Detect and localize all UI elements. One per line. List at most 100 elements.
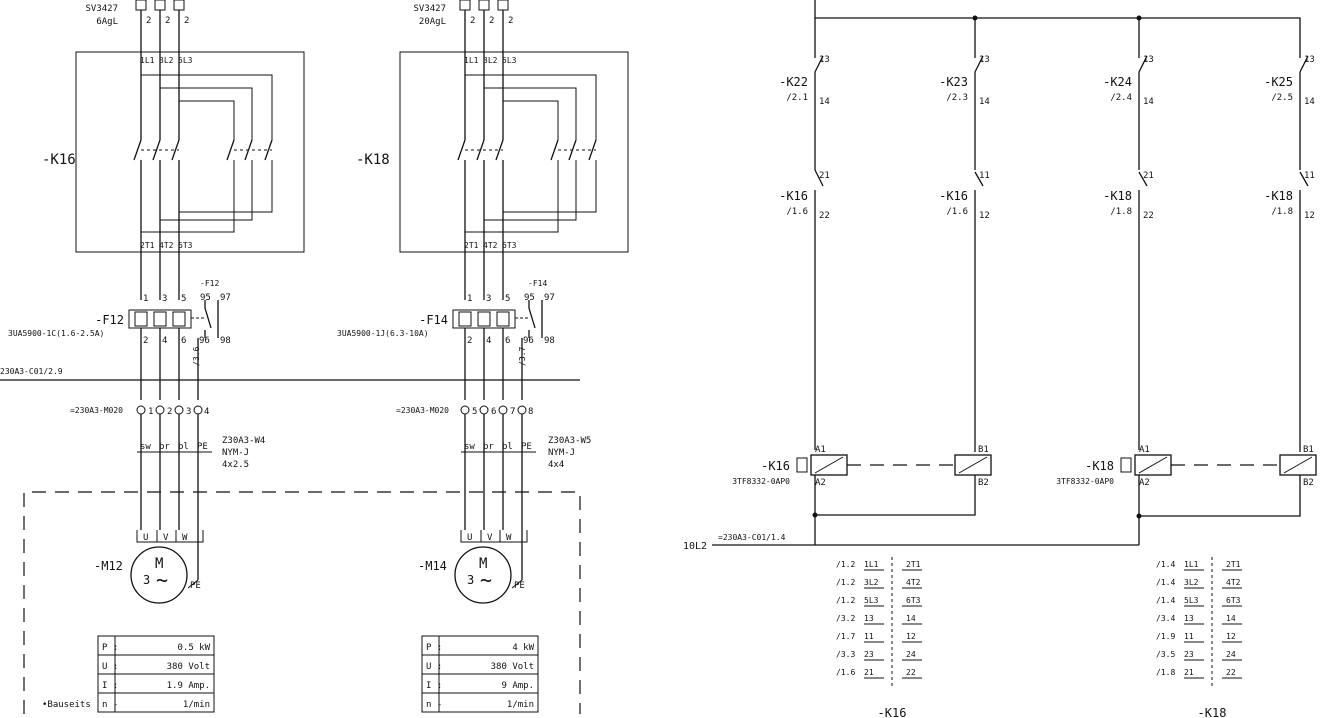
- contactor-label: -K18: [356, 152, 390, 168]
- relay-terminal: 3: [486, 294, 491, 304]
- contact-table-ref: /1.2: [836, 578, 855, 587]
- breaker-rating: 6AgL: [96, 17, 118, 27]
- contact-table-b: 6T3: [1226, 596, 1241, 605]
- terminal-strip-k16: =230A3-M020 1 2 3 4: [70, 405, 209, 417]
- relay-contact-terminal: 98: [220, 336, 231, 346]
- on-site-note: •Bauseits: [42, 700, 91, 710]
- interlock-terminal: 22: [819, 211, 830, 221]
- wire-color: PE: [521, 442, 532, 452]
- contactor-box: [399, 51, 629, 253]
- motor-terminal: W: [182, 533, 188, 543]
- breaker-rating: 20AgL: [419, 17, 446, 27]
- relay-label: -F12: [95, 313, 124, 327]
- power-circuit-k18: SV3427 20AgL 2 2 2 -K18 1L1 3L2 5L3 2T1 …: [337, 0, 629, 713]
- interlock-ref: /1.6: [786, 207, 808, 217]
- contact-terminal: 14: [1304, 97, 1315, 107]
- cable-ref: Z30A3-W5: [548, 436, 591, 446]
- contact-table-b: 6T3: [906, 596, 921, 605]
- motor-wave: ~: [480, 568, 492, 592]
- interlock-label: -K16: [939, 189, 968, 203]
- coil-k16: A1 A2 B1 B2 -K16 3TF8332-0AP0: [732, 445, 992, 488]
- terminal-number: 3: [186, 407, 191, 417]
- contact-table-b: 22: [906, 668, 916, 677]
- contact-label: -K24: [1103, 75, 1132, 89]
- wire-color: PE: [197, 442, 208, 452]
- motor-terminal: W: [506, 533, 512, 543]
- spec-value: 4 kW: [512, 643, 534, 653]
- relay-terminal: 5: [505, 294, 510, 304]
- contact-ref: /2.3: [946, 93, 968, 103]
- breaker-terminal: 2: [165, 16, 170, 26]
- motor-terminal: V: [487, 533, 493, 543]
- coil-type: 3TF8332-0AP0: [1056, 477, 1114, 486]
- contact-table-a: 3L2: [1184, 578, 1199, 587]
- contactor-terminal: 5L3: [502, 56, 517, 65]
- contact-table-ref: /1.2: [836, 596, 855, 605]
- relay-terminal: 3: [162, 294, 167, 304]
- relay-contact-terminal: 97: [544, 293, 555, 303]
- contact-table-ref: /3.3: [836, 650, 855, 659]
- cable-type: NYM-J: [222, 448, 249, 458]
- contact-ref: /2.1: [786, 93, 808, 103]
- rung-k23: 13 14 -K23 /2.3 11 12 -K16 /1.6: [939, 55, 990, 452]
- contact-table-ref: /3.5: [1156, 650, 1175, 659]
- interlock-terminal: 22: [1143, 211, 1154, 221]
- contact-table-ref: /1.8: [1156, 668, 1175, 677]
- contact-table-b: 4T2: [906, 578, 921, 587]
- relay-contact-terminal: 98: [544, 336, 555, 346]
- relay-terminal: 6: [181, 336, 186, 346]
- breaker-terminal: 2: [470, 16, 475, 26]
- spec-value: 380 Volt: [491, 662, 534, 672]
- contactor-terminal: 4T2: [159, 241, 174, 250]
- relay-terminal: 6: [505, 336, 510, 346]
- spec-value: 1.9 Amp.: [167, 681, 210, 691]
- coil-terminal: B1: [978, 445, 989, 455]
- wire-color: sw: [464, 442, 475, 452]
- contact-ref: /2.5: [1271, 93, 1293, 103]
- contact-table-a: 13: [864, 614, 874, 623]
- interlock-terminal: 12: [1304, 211, 1315, 221]
- contact-table-ref: /1.6: [836, 668, 855, 677]
- interlock-label: -K18: [1264, 189, 1293, 203]
- terminal-number: 4: [204, 407, 209, 417]
- contact-table-a: 5L3: [864, 596, 879, 605]
- breaker-terminal: 2: [146, 16, 151, 26]
- contact-table-a: 21: [864, 668, 874, 677]
- relay-terminal: 1: [467, 294, 472, 304]
- contactor-terminal: 6T3: [502, 241, 517, 250]
- relay-tag: -F12: [200, 279, 219, 288]
- contact-table-a: 1L1: [864, 560, 879, 569]
- terminal-number: 8: [528, 407, 533, 417]
- motor-spec-table-m12: P : 0.5 kW U : 380 Volt I : 1.9 Amp. n -…: [97, 635, 215, 713]
- control-circuit: 13 14 -K22 /2.1 21 22 -K16 /1.6 13 14 -K…: [683, 0, 1317, 552]
- terminal-number: 1: [148, 407, 153, 417]
- contact-table-b: 24: [1226, 650, 1236, 659]
- relay-contact-terminal: 97: [220, 293, 231, 303]
- contact-label: -K22: [779, 75, 808, 89]
- coil-terminal: A1: [815, 445, 826, 455]
- contact-table-b: 14: [906, 614, 916, 623]
- cable-size: 4x2.5: [222, 460, 249, 470]
- neutral-ref: =230A3-C01/1.4: [718, 533, 786, 542]
- on-site-boundary: •Bauseits: [23, 491, 581, 714]
- motor-spec-table-m14: P : 4 kW U : 380 Volt I : 9 Amp. n - 1/m…: [421, 635, 539, 713]
- contact-terminal: 13: [1143, 55, 1154, 65]
- contactor-terminal: 3L2: [159, 56, 174, 65]
- motor-terminal: U: [143, 533, 148, 543]
- bus-line: 230A3-C01/2.9: [0, 338, 580, 381]
- spec-key: P :: [102, 643, 118, 653]
- motor-terminal: U: [467, 533, 472, 543]
- spec-key: P :: [426, 643, 442, 653]
- contact-table-ref: /1.2: [836, 560, 855, 569]
- terminal-ref: =230A3-M020: [70, 406, 123, 415]
- motor-symbol: M: [155, 556, 163, 572]
- terminal-number: 5: [472, 407, 477, 417]
- contactor-box: [75, 51, 305, 253]
- wire-color: sw: [140, 442, 151, 452]
- motor-label: -M14: [418, 559, 447, 573]
- spec-value: 0.5 kW: [177, 643, 210, 653]
- contact-table-a: 13: [1184, 614, 1194, 623]
- contact-table-b: 14: [1226, 614, 1236, 623]
- contact-table-b: 12: [1226, 632, 1236, 641]
- spec-key: n -: [102, 700, 118, 710]
